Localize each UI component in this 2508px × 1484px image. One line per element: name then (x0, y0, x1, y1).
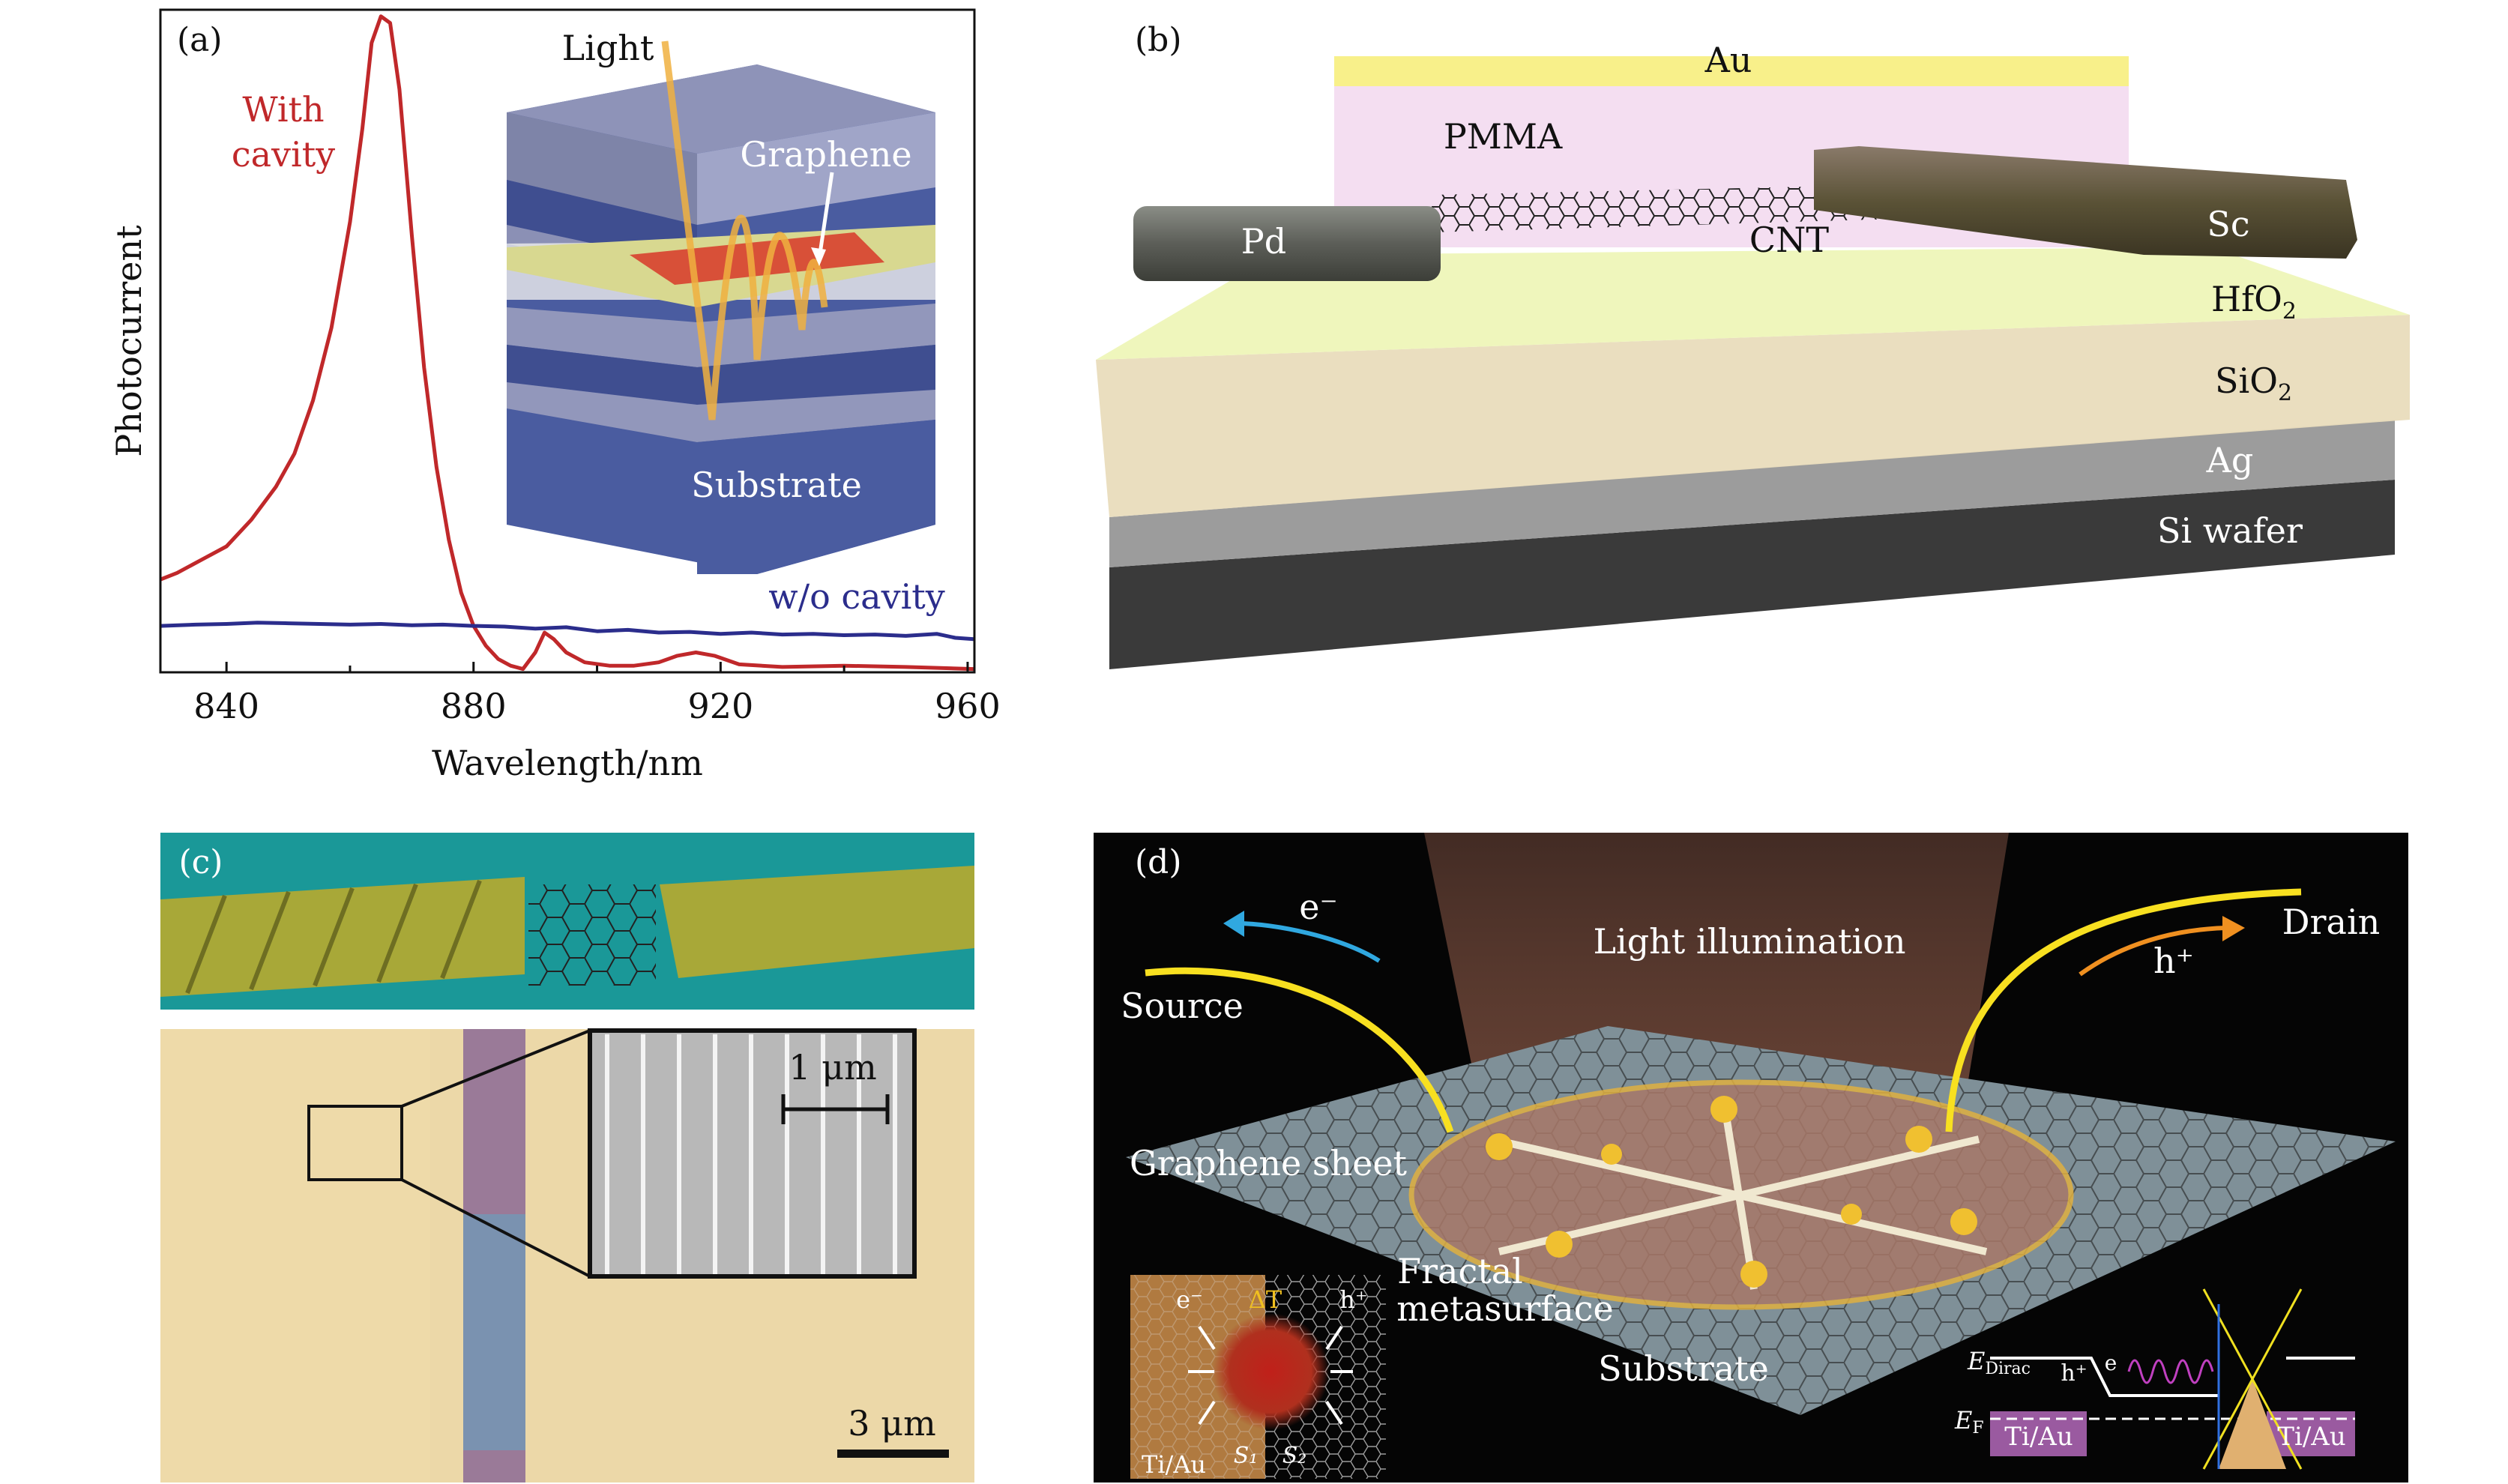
drain-label: Drain (2282, 902, 2381, 942)
au-layer (1334, 56, 2129, 86)
inset-light-label: Light (562, 28, 654, 68)
si-wafer-layer (1109, 480, 2395, 669)
x-tick-label: 920 (687, 686, 753, 726)
hot-spot (1212, 1313, 1329, 1430)
main-scale-label: 3 μm (848, 1403, 935, 1444)
x-tick-label: 960 (935, 686, 1001, 726)
panel-d: (d) e⁻ Light illumination Drain h⁺ Sourc… (1094, 833, 2408, 1483)
si-wafer-label: Si wafer (2157, 510, 2303, 551)
inset-tiau-label: Ti/Au (1142, 1450, 1206, 1479)
fractal-metasurface (1490, 1101, 1988, 1290)
drain-wire (1945, 888, 2302, 1132)
graphene-sheet-label: Graphene sheet (1130, 1143, 1408, 1183)
electron-label: e⁻ (1299, 887, 1338, 927)
au-label: Au (1704, 40, 1752, 80)
graphene-arrow-icon (817, 172, 834, 259)
panel-d-tag: (d) (1135, 843, 1182, 881)
graphene-sheet (528, 884, 656, 986)
light-wave-icon (661, 40, 828, 420)
cavity-device-inset: Light Graphene Substrate (507, 28, 935, 574)
with-cavity-label-line1: With (242, 89, 324, 130)
light-illumination-label: Light illumination (1593, 921, 1905, 962)
main-scale-bar (837, 1450, 949, 1458)
hfo2-label: HfO2 (2211, 279, 2297, 325)
pd-label: Pd (1241, 221, 1286, 262)
plot-frame (159, 8, 976, 674)
ag-label: Ag (2206, 440, 2254, 480)
grating-ridges (185, 879, 482, 995)
panel-c: (c) 1 μm 3 μm (160, 833, 974, 1483)
sc-electrode (1814, 146, 2357, 259)
without-cavity-label: w/o cavity (768, 576, 945, 617)
with-cavity-label-line2: cavity (232, 134, 335, 175)
inset-substrate-label: Substrate (691, 465, 862, 505)
inset-hole-label: h⁺ (1339, 1285, 1368, 1314)
diffusion-arrows-icon (1188, 1325, 1353, 1426)
flat-electrode (660, 866, 974, 978)
blue-strip (463, 1214, 525, 1453)
hole-label: h⁺ (2153, 941, 2194, 981)
inset-scale-bar (781, 1094, 890, 1124)
fractal-nodes (1486, 1096, 1977, 1288)
e-dirac-label: EDirac (1967, 1347, 2031, 1378)
band-hole-label: h⁺ (2061, 1360, 2087, 1387)
sem-grating-lines (605, 1034, 897, 1274)
s2-label: S₂ (1282, 1443, 1307, 1469)
band-diagram-inset: EDirac h⁺ e EF Ti/Au Ti/Au (1954, 1288, 2355, 1470)
y-axis-label: Photocurrent (109, 225, 149, 457)
series-without-cavity-line (160, 621, 974, 642)
inset-electron-label: e⁻ (1176, 1285, 1203, 1314)
zoom-region-box (307, 1105, 403, 1181)
inset-scale-label: 1 μm (789, 1047, 876, 1088)
sc-label: Sc (2207, 204, 2249, 244)
tiau-right-label: Ti/Au (2277, 1422, 2345, 1452)
panel-a: Light Graphene Substrate 840 880 920 960 (a… (109, 8, 1001, 783)
s1-label: S₁ (1234, 1443, 1258, 1469)
pd-electrode (1133, 206, 1441, 281)
source-wire (1145, 967, 1454, 1133)
x-tick-label: 840 (193, 686, 259, 726)
pmma-label: PMMA (1444, 116, 1563, 157)
band-electron-label: e (2105, 1351, 2117, 1375)
x-tick-label: 880 (441, 686, 507, 726)
e-fermi-label: EF (1954, 1406, 1984, 1438)
panel-a-tag: (a) (177, 21, 223, 59)
x-axis-label: Wavelength/nm (432, 743, 703, 783)
sio2-label: SiO2 (2215, 361, 2292, 406)
panel-b: (b) Au PMMA Pd CNT Sc HfO2 SiO2 Ag Si wa… (1096, 21, 2410, 669)
fractal-label-line1: Fractal (1397, 1251, 1523, 1291)
thermal-inset: e⁻ ΔT h⁺ Ti/Au S₁ S₂ (1130, 1275, 1386, 1479)
electron-arrow-icon (1236, 921, 1381, 963)
substrate-label: Substrate (1598, 1348, 1769, 1389)
sio2-layer (1096, 315, 2410, 517)
ag-layer (1109, 420, 2395, 567)
photon-wave-icon (2127, 1359, 2214, 1384)
photocurrent-chart: 840 880 920 960 (160, 14, 1001, 726)
grating-electrode (160, 877, 525, 997)
panel-b-tag: (b) (1135, 21, 1182, 59)
cnt-label: CNT (1749, 220, 1829, 260)
fractal-label-line2: metasurface (1396, 1288, 1613, 1329)
hole-arrow-icon (2079, 926, 2227, 977)
panel-c-tag: (c) (179, 843, 223, 881)
inset-graphene-label: Graphene (740, 134, 911, 175)
delta-t-label: ΔT (1249, 1285, 1282, 1314)
tiau-left-label: Ti/Au (2004, 1422, 2073, 1452)
purple-strip (463, 1029, 525, 1216)
source-label: Source (1121, 986, 1244, 1026)
